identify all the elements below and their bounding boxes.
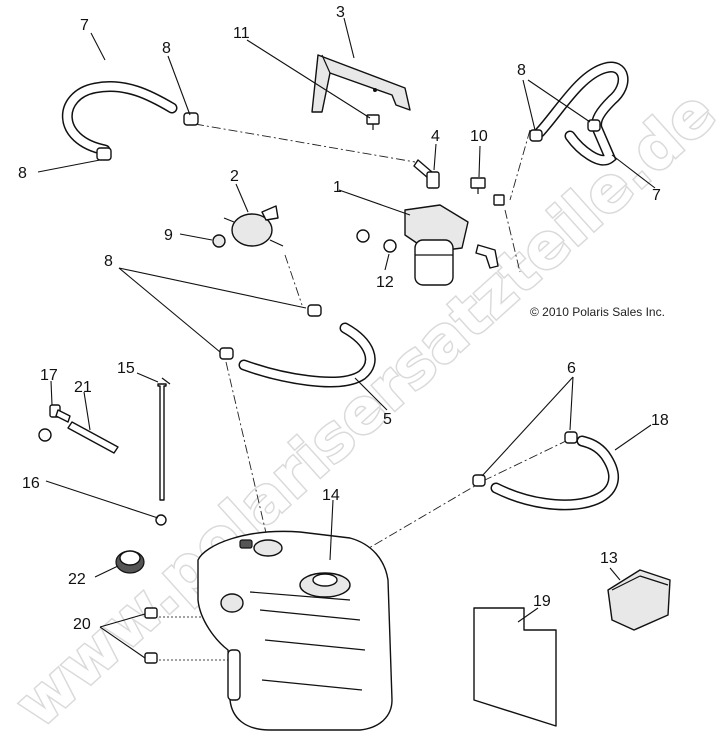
callout-18: 18 <box>651 412 669 429</box>
nut-9[interactable] <box>212 234 226 248</box>
callout-2: 2 <box>230 168 239 185</box>
hose-clamp <box>96 147 112 161</box>
callouts: 7 8 8 3 11 4 10 1 2 9 12 8 7 © 2010 Pola… <box>18 4 669 633</box>
vent-tube-21[interactable] <box>67 421 119 454</box>
callout-3: 3 <box>336 4 345 21</box>
callout-16: 16 <box>22 475 40 492</box>
callout-8-mid: 8 <box>104 253 113 270</box>
hose-clamp <box>183 112 199 126</box>
nut-12[interactable] <box>356 229 397 253</box>
fuel-cap[interactable] <box>115 550 145 574</box>
block-13[interactable] <box>607 569 671 631</box>
callout-17: 17 <box>40 367 58 384</box>
screw-11[interactable] <box>366 114 380 130</box>
grommet-16[interactable] <box>38 428 167 526</box>
callout-12: 12 <box>376 274 394 291</box>
callout-9: 9 <box>164 227 173 244</box>
fuel-pump[interactable] <box>223 205 284 247</box>
callout-21: 21 <box>74 379 92 396</box>
callout-6: 6 <box>567 360 576 377</box>
callout-20: 20 <box>73 616 91 633</box>
callout-8-right: 8 <box>517 62 526 79</box>
callout-1: 1 <box>333 179 342 196</box>
callout-7-left: 7 <box>80 17 89 34</box>
callout-11: 11 <box>233 25 250 42</box>
mounting-bracket[interactable] <box>311 54 411 113</box>
hose-left[interactable] <box>61 81 199 161</box>
copyright-notice: © 2010 Polaris Sales Inc. <box>530 305 665 319</box>
screw-10[interactable] <box>470 177 505 206</box>
callout-8-top-left: 8 <box>162 40 171 57</box>
callout-15: 15 <box>117 360 135 377</box>
elbow-fitting-4[interactable] <box>413 159 440 189</box>
callout-22: 22 <box>68 571 86 588</box>
callout-10: 10 <box>470 128 488 145</box>
fuel-tank[interactable] <box>197 530 393 731</box>
hose-clamps-6[interactable] <box>472 431 578 487</box>
elbow-fitting-17[interactable] <box>49 404 71 423</box>
callout-13: 13 <box>600 550 618 567</box>
callout-14: 14 <box>322 487 340 504</box>
fuel-pickup-tube[interactable] <box>157 377 171 501</box>
callout-5: 5 <box>383 411 392 428</box>
vent-hose-18[interactable] <box>490 435 619 511</box>
callout-19: 19 <box>533 593 551 610</box>
fuel-hose-5[interactable] <box>238 322 376 388</box>
decal-19[interactable] <box>473 607 557 727</box>
callout-8-left: 8 <box>18 165 27 182</box>
fuel-filter-assembly[interactable] <box>404 204 499 286</box>
leader-lines <box>37 17 656 659</box>
screws-20[interactable] <box>144 607 158 664</box>
callout-7-right: 7 <box>652 187 661 204</box>
callout-4: 4 <box>431 128 440 145</box>
hose-clamps-8[interactable] <box>219 304 322 360</box>
hose-right[interactable] <box>529 61 629 166</box>
